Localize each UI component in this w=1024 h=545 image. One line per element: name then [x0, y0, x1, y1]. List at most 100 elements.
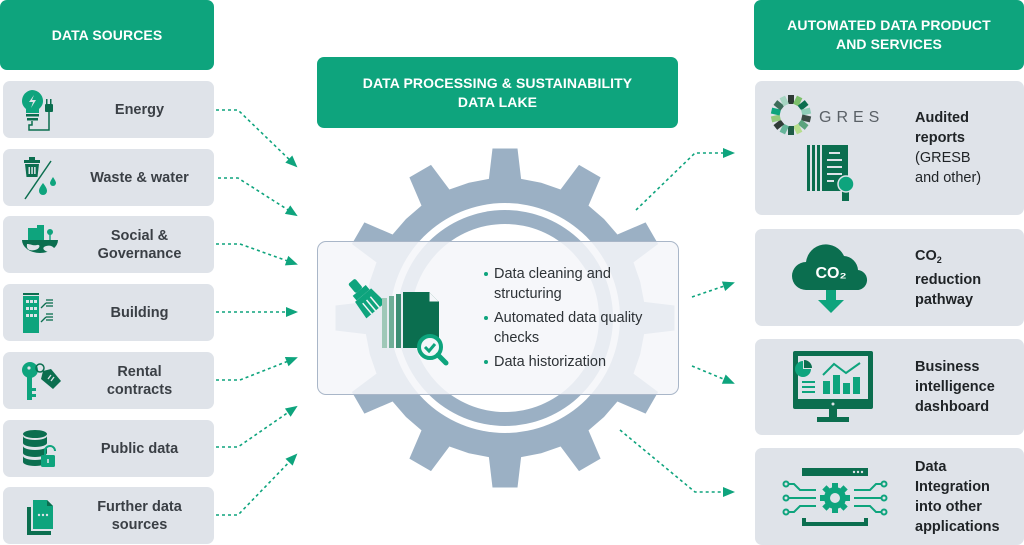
source-card-waste-water[interactable]: Waste & water: [3, 149, 214, 206]
source-label-line: contracts: [106, 381, 173, 398]
source-label: Further data sources: [65, 487, 214, 544]
source-card-public-data[interactable]: Public data: [3, 420, 214, 477]
bullet-item: Data cleaning and structuring: [484, 264, 674, 304]
data-lake-header: DATA PROCESSING & SUSTAINABILITY DATA LA…: [317, 57, 678, 128]
data-products-title-line1: AUTOMATED DATA PRODUCT: [787, 17, 991, 33]
keys-tag-icon: [22, 362, 61, 400]
arrowhead-icon: [721, 374, 735, 384]
source-label-line: Energy: [114, 101, 165, 118]
product-label-line: Integration: [915, 478, 990, 495]
product-card-bi-dashboard[interactable]: Business intelligence dashboard: [755, 339, 1024, 435]
source-card-rental-contracts[interactable]: Rental contracts: [3, 352, 214, 409]
gresb-logo-text: GRESB: [819, 109, 879, 126]
monitor-dashboard-icon: [793, 351, 873, 422]
arrowhead-icon: [723, 148, 735, 158]
flow-connector: [216, 357, 297, 381]
source-card-social-governance[interactable]: Social & Governance: [3, 216, 214, 273]
gresb-ring-segment: [797, 100, 809, 111]
arrowhead-icon: [284, 255, 298, 266]
arrowhead-icon: [721, 281, 735, 291]
product-label-line: pathway: [915, 291, 974, 308]
arrowhead-icon: [286, 307, 298, 317]
arrowhead-icon: [285, 155, 298, 168]
product-label: Data Integration into other applications: [915, 448, 1020, 545]
source-label: Waste & water: [65, 149, 214, 206]
product-label-line: and other): [915, 170, 982, 186]
arrowhead-icon: [285, 453, 298, 466]
source-label: Public data: [65, 420, 214, 477]
data-sources-title: DATA SOURCES: [51, 26, 163, 43]
product-card-audited-reports[interactable]: GRESB Audited reports (GRESB and other): [755, 81, 1024, 215]
data-lake-title-line2: DATA LAKE: [457, 93, 538, 110]
source-card-energy[interactable]: Energy: [3, 81, 214, 138]
source-label: Energy: [65, 81, 214, 138]
source-label-line: Further data: [97, 498, 182, 515]
gresb-ring-icon: [770, 95, 812, 135]
source-label: Building: [65, 284, 214, 341]
product-label-line: into other: [915, 498, 982, 515]
database-unlock-icon: [23, 430, 56, 467]
product-label-line: reports: [915, 130, 965, 146]
gresb-ring-segment: [773, 119, 785, 130]
integration-gear-icon: [782, 468, 888, 526]
source-label-line: Rental: [117, 363, 162, 380]
product-label-line: Data: [915, 458, 947, 475]
arrowhead-icon: [723, 487, 735, 497]
data-lake-title-line1: DATA PROCESSING & SUSTAINABILITY: [362, 74, 633, 91]
data-cleaning-icon: [348, 279, 449, 366]
gresb-ring-segment: [788, 126, 794, 135]
product-label-line: intelligence: [915, 379, 995, 395]
gresb-ring-segment: [779, 95, 789, 107]
source-label-line: Public data: [100, 440, 179, 457]
product-label-line: reduction: [915, 271, 982, 288]
flow-connector: [216, 454, 297, 516]
flow-connector: [216, 109, 297, 167]
product-label-line: (GRESB: [915, 150, 971, 166]
product-label: Audited reports (GRESB and other): [915, 81, 1020, 215]
gresb-ring-segment: [779, 123, 789, 135]
gresb-ring-segment: [770, 114, 781, 123]
flow-connector: [216, 406, 297, 448]
gresb-ring-segment: [797, 119, 809, 130]
co2-icon-text: CO₂: [815, 265, 846, 282]
trash-water-drop-icon: [24, 157, 56, 200]
gresb-ring-segment: [793, 95, 803, 107]
source-label-line: Building: [110, 304, 169, 321]
gresb-ring-segment: [770, 107, 781, 116]
source-label-line: Governance: [97, 245, 182, 262]
gresb-ring-segment: [793, 123, 803, 135]
gresb-ring-segment: [801, 107, 812, 116]
gresb-ring-segment: [788, 95, 794, 104]
processing-bullets: Data cleaning and structuring Automated …: [484, 264, 674, 376]
data-sources-header: DATA SOURCES: [0, 0, 214, 70]
product-label: Business intelligence dashboard: [915, 339, 1020, 435]
gresb-ring-segment: [773, 100, 785, 111]
product-label-line: CO2: [915, 246, 1020, 270]
product-label: CO2 reduction pathway: [915, 229, 1020, 326]
source-label-line: sources: [111, 516, 168, 533]
product-label-line: dashboard: [915, 399, 990, 415]
flow-connector: [216, 243, 297, 265]
source-card-further-data-sources[interactable]: Further data sources: [3, 487, 214, 544]
co2-cloud-icon: CO₂: [792, 244, 868, 313]
lightbulb-plug-icon: [21, 90, 53, 131]
certificate-icon: [807, 145, 855, 201]
earth-city-icon: [22, 225, 58, 253]
processing-box: Data cleaning and structuring Automated …: [317, 241, 679, 395]
data-products-title-line2: AND SERVICES: [836, 36, 942, 52]
product-label-line: Business: [915, 359, 980, 375]
source-label: Rental contracts: [65, 352, 214, 409]
arrowhead-icon: [284, 205, 298, 217]
co2-subscript: 2: [936, 254, 942, 265]
product-label-line: applications: [915, 518, 1000, 535]
source-label-line: Social &: [110, 227, 169, 244]
flow-connector: [218, 177, 297, 216]
source-label-line: Waste & water: [90, 169, 189, 186]
source-card-building[interactable]: Building: [3, 284, 214, 341]
product-card-data-integration[interactable]: Data Integration into other applications: [755, 448, 1024, 545]
documents-icon: [27, 500, 53, 535]
arrowhead-icon: [284, 405, 298, 417]
data-products-header: AUTOMATED DATA PRODUCT AND SERVICES: [754, 0, 1024, 70]
bullet-item: Data historization: [484, 352, 674, 372]
product-card-co2-pathway[interactable]: CO₂ CO2 reduction pathway: [755, 229, 1024, 326]
